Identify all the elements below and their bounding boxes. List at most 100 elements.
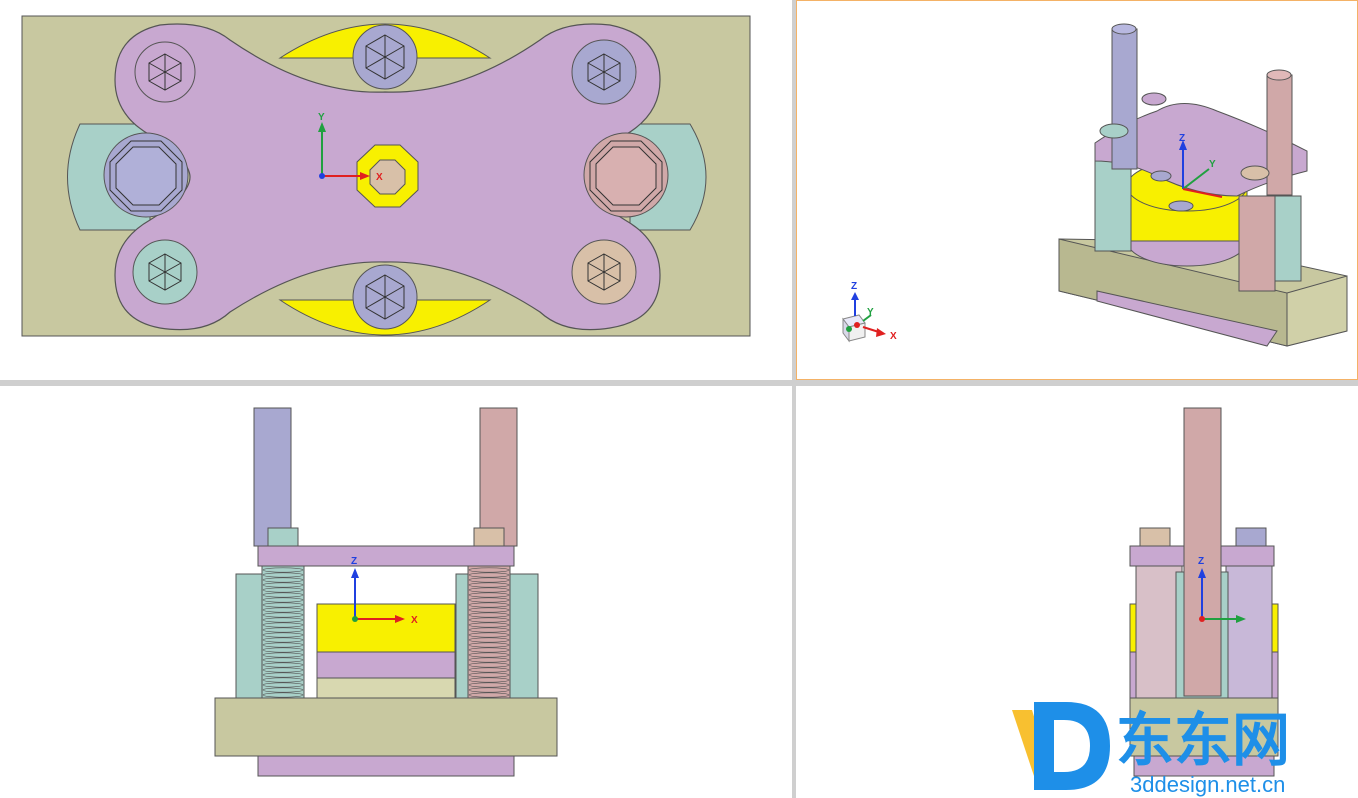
spring-coil: [262, 692, 304, 698]
triad-x-label: X: [890, 331, 897, 342]
iso-guide-post-right: [1266, 74, 1293, 196]
front-z-label: Z: [351, 556, 357, 567]
spring-coil: [468, 637, 510, 643]
spring-coil: [468, 672, 510, 678]
triad-y-label: Y: [867, 307, 874, 318]
triad-z-label: Z: [851, 281, 857, 292]
spring-coil: [468, 667, 510, 673]
front-spring-left: [261, 565, 305, 699]
center-punch: [356, 144, 419, 208]
spring-coil: [468, 687, 510, 693]
bolt-top-left: [134, 41, 196, 103]
viewport-top[interactable]: X Y: [0, 0, 792, 380]
spring-coil: [468, 622, 510, 628]
spring-coil: [262, 592, 304, 598]
spring-coil: [262, 667, 304, 673]
watermark-url: 3ddesign.net.cn: [1130, 772, 1285, 797]
front-spring-right: [467, 565, 511, 699]
spring-coil: [468, 592, 510, 598]
front-guide-post-right: [479, 407, 518, 547]
axis-triad-side: Z: [1198, 556, 1246, 623]
spring-coil: [468, 587, 510, 593]
spring-coil: [262, 642, 304, 648]
view-cube-triad[interactable]: Z X Y: [842, 281, 897, 343]
spring-coil: [468, 567, 510, 573]
front-guide-post-left: [253, 407, 292, 547]
spring-coil: [468, 577, 510, 583]
spring-coil: [468, 682, 510, 688]
side-view-drawing: Z: [1129, 407, 1279, 777]
side-spring-right: [1225, 565, 1273, 699]
iso-spring-right: [1238, 195, 1276, 292]
spring-coil: [468, 572, 510, 578]
bolt-top-right: [571, 39, 637, 105]
iso-y-label: Y: [1209, 159, 1216, 170]
iso-z-label: Z: [1179, 133, 1185, 144]
spring-coil: [262, 677, 304, 683]
spring-coil: [468, 657, 510, 663]
spring-coil: [262, 632, 304, 638]
guide-post-right: [583, 132, 669, 218]
spring-coil: [262, 602, 304, 608]
spring-coil: [262, 612, 304, 618]
y-axis-label: Y: [318, 112, 325, 123]
spring-coil: [468, 662, 510, 668]
axis-triad-iso-part: Z Y: [1179, 133, 1223, 198]
spring-coil: [262, 682, 304, 688]
spring-coil: [468, 602, 510, 608]
spring-coil: [262, 627, 304, 633]
spring-coil: [262, 672, 304, 678]
bolt-top-center: [352, 24, 418, 90]
spring-coil: [262, 582, 304, 588]
front-stripper-plate: [257, 545, 515, 567]
viewport-side[interactable]: Z: [796, 386, 1358, 798]
top-view-drawing: X Y: [21, 15, 751, 337]
axis-triad-front: X Z: [351, 556, 418, 626]
spring-coil: [468, 617, 510, 623]
spring-coil: [468, 677, 510, 683]
guide-post-left: [103, 132, 189, 218]
spring-coil: [262, 637, 304, 643]
spring-coil: [262, 577, 304, 583]
x-axis-label: X: [376, 172, 383, 183]
spring-coil: [262, 652, 304, 658]
axis-triad-top: X Y: [318, 112, 383, 183]
spring-coil: [468, 607, 510, 613]
side-guide-post: [1183, 407, 1222, 697]
spring-coil: [262, 662, 304, 668]
iso-view-drawing: Z Y Z X Y: [842, 23, 1348, 347]
spring-coil: [262, 607, 304, 613]
spring-coil: [468, 652, 510, 658]
front-base-plate: [214, 697, 558, 757]
spring-coil: [468, 632, 510, 638]
spring-coil: [262, 622, 304, 628]
spring-coil: [262, 687, 304, 693]
watermark-logo: 东东网 3ddesign.net.cn: [1012, 702, 1290, 797]
side-spring-left: [1135, 565, 1183, 699]
spring-coil: [468, 582, 510, 588]
bolt-bottom-right: [571, 239, 637, 305]
spring-coil: [468, 597, 510, 603]
spring-coil: [468, 692, 510, 698]
bolt-bottom-left: [132, 239, 198, 305]
spring-coil: [262, 597, 304, 603]
bolt-bottom-center: [352, 264, 418, 330]
front-view-drawing: X Z: [214, 407, 558, 777]
spring-coil: [262, 572, 304, 578]
spring-coil: [262, 647, 304, 653]
spring-coil: [468, 612, 510, 618]
spring-coil: [468, 642, 510, 648]
spring-coil: [262, 617, 304, 623]
viewport-front[interactable]: X Z: [0, 386, 792, 798]
side-base-plate: [1129, 697, 1279, 757]
spring-coil: [262, 587, 304, 593]
spring-coil: [262, 657, 304, 663]
spring-coil: [262, 567, 304, 573]
watermark-chinese: 东东网: [1116, 708, 1290, 773]
front-yellow-die: [316, 603, 456, 653]
spring-coil: [468, 627, 510, 633]
front-x-label: X: [411, 615, 418, 626]
iso-guide-post-left: [1111, 28, 1138, 170]
viewport-isometric[interactable]: Z Y Z X Y: [796, 0, 1358, 380]
side-z-label: Z: [1198, 556, 1204, 567]
